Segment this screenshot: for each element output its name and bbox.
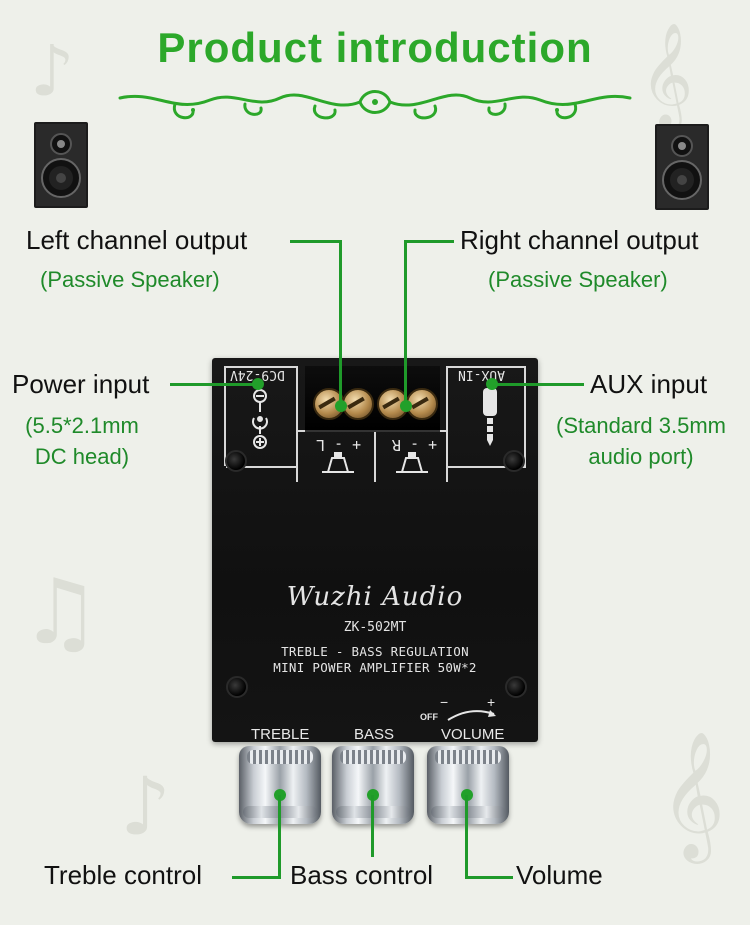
leader-line: [371, 795, 374, 857]
speaker-icon: [34, 122, 88, 208]
right-output-label: Right channel output: [460, 225, 699, 255]
power-input-label: Power input: [12, 369, 150, 399]
power-input-sublabel-line1: (5.5*2.1mm: [25, 413, 139, 438]
dc-polarity-icon: [252, 389, 268, 449]
leader-dot: [486, 378, 498, 390]
board-frame-line: [224, 366, 298, 368]
speaker-icon: [655, 124, 709, 210]
right-output-sublabel: (Passive Speaker): [488, 267, 668, 292]
treble-knob-label: TREBLE: [251, 726, 310, 743]
speaker-symbol-icon: [322, 452, 354, 473]
music-note-decoration: ♪: [120, 760, 172, 853]
board-frame-line: [296, 366, 298, 482]
board-frame-line: [446, 366, 526, 368]
music-note-decoration: 𝄞: [640, 22, 694, 127]
bass-knob-label: BASS: [354, 726, 395, 743]
page-title: Product introduction: [157, 24, 593, 71]
bass-control-label: Bass control: [290, 860, 434, 890]
aux-input-sublabel-line1: (Standard 3.5mm: [556, 413, 726, 438]
terminal-screw: [313, 388, 345, 420]
brand-logo: Wuzhi Audio: [286, 582, 464, 612]
volume-minus-label: −: [440, 694, 449, 710]
screw-hole: [505, 676, 527, 698]
leader-dot: [252, 378, 264, 390]
board-frame-line: [226, 466, 298, 468]
music-note-decoration: 𝄞: [660, 730, 726, 858]
board-description-line1: TREBLE - BASS REGULATION: [281, 644, 469, 659]
leader-line: [404, 240, 454, 243]
music-note-decoration: ♪: [30, 30, 75, 112]
left-output-label: Left channel output: [26, 225, 248, 255]
board-frame-line: [374, 430, 376, 482]
leader-line: [492, 383, 584, 386]
screw-hole: [503, 450, 525, 472]
aux-input-sublabel: (Standard 3.5mm audio port): [540, 410, 742, 472]
leader-line: [465, 795, 468, 878]
terminal-screw: [342, 388, 374, 420]
aux-in-label: AUX-IN: [458, 367, 505, 382]
volume-knob-label: VOLUME: [441, 726, 505, 743]
leader-dot: [400, 400, 412, 412]
volume-label: Volume: [516, 860, 603, 890]
board-frame-line: [224, 366, 226, 466]
power-input-sublabel-line2: DC head): [34, 444, 130, 469]
leader-line: [170, 383, 256, 386]
volume-plus-label: +: [487, 694, 496, 710]
leader-line: [465, 876, 513, 879]
speaker-symbol-icon: [396, 452, 428, 473]
leader-line: [339, 240, 342, 405]
aux-input-sublabel-line2: audio port): [588, 444, 694, 469]
aux-jack-icon: [483, 388, 497, 446]
model-number: ZK-502MT: [343, 620, 407, 635]
leader-line: [404, 240, 407, 405]
leader-line: [232, 876, 281, 879]
volume-knob[interactable]: [427, 746, 509, 824]
leader-dot: [335, 400, 347, 412]
volume-arc-icon: [447, 710, 496, 721]
leader-line: [290, 240, 342, 243]
music-note-decoration: ♫: [20, 560, 101, 665]
board-frame-line: [446, 466, 526, 468]
ornament-divider-icon: [118, 90, 632, 120]
board-description-line2: MINI POWER AMPLIFIER 50W*2: [273, 660, 477, 675]
board-frame-line: [524, 366, 526, 466]
screw-hole: [226, 676, 248, 698]
board-frame-line: [446, 366, 448, 482]
screw-hole: [225, 450, 247, 472]
aux-input-label: AUX input: [590, 369, 708, 399]
left-output-sublabel: (Passive Speaker): [40, 267, 220, 292]
volume-off-label: OFF: [420, 712, 438, 722]
leader-line: [278, 795, 281, 878]
treble-control-label: Treble control: [44, 860, 202, 890]
power-input-sublabel: (5.5*2.1mm DC head): [12, 410, 152, 472]
